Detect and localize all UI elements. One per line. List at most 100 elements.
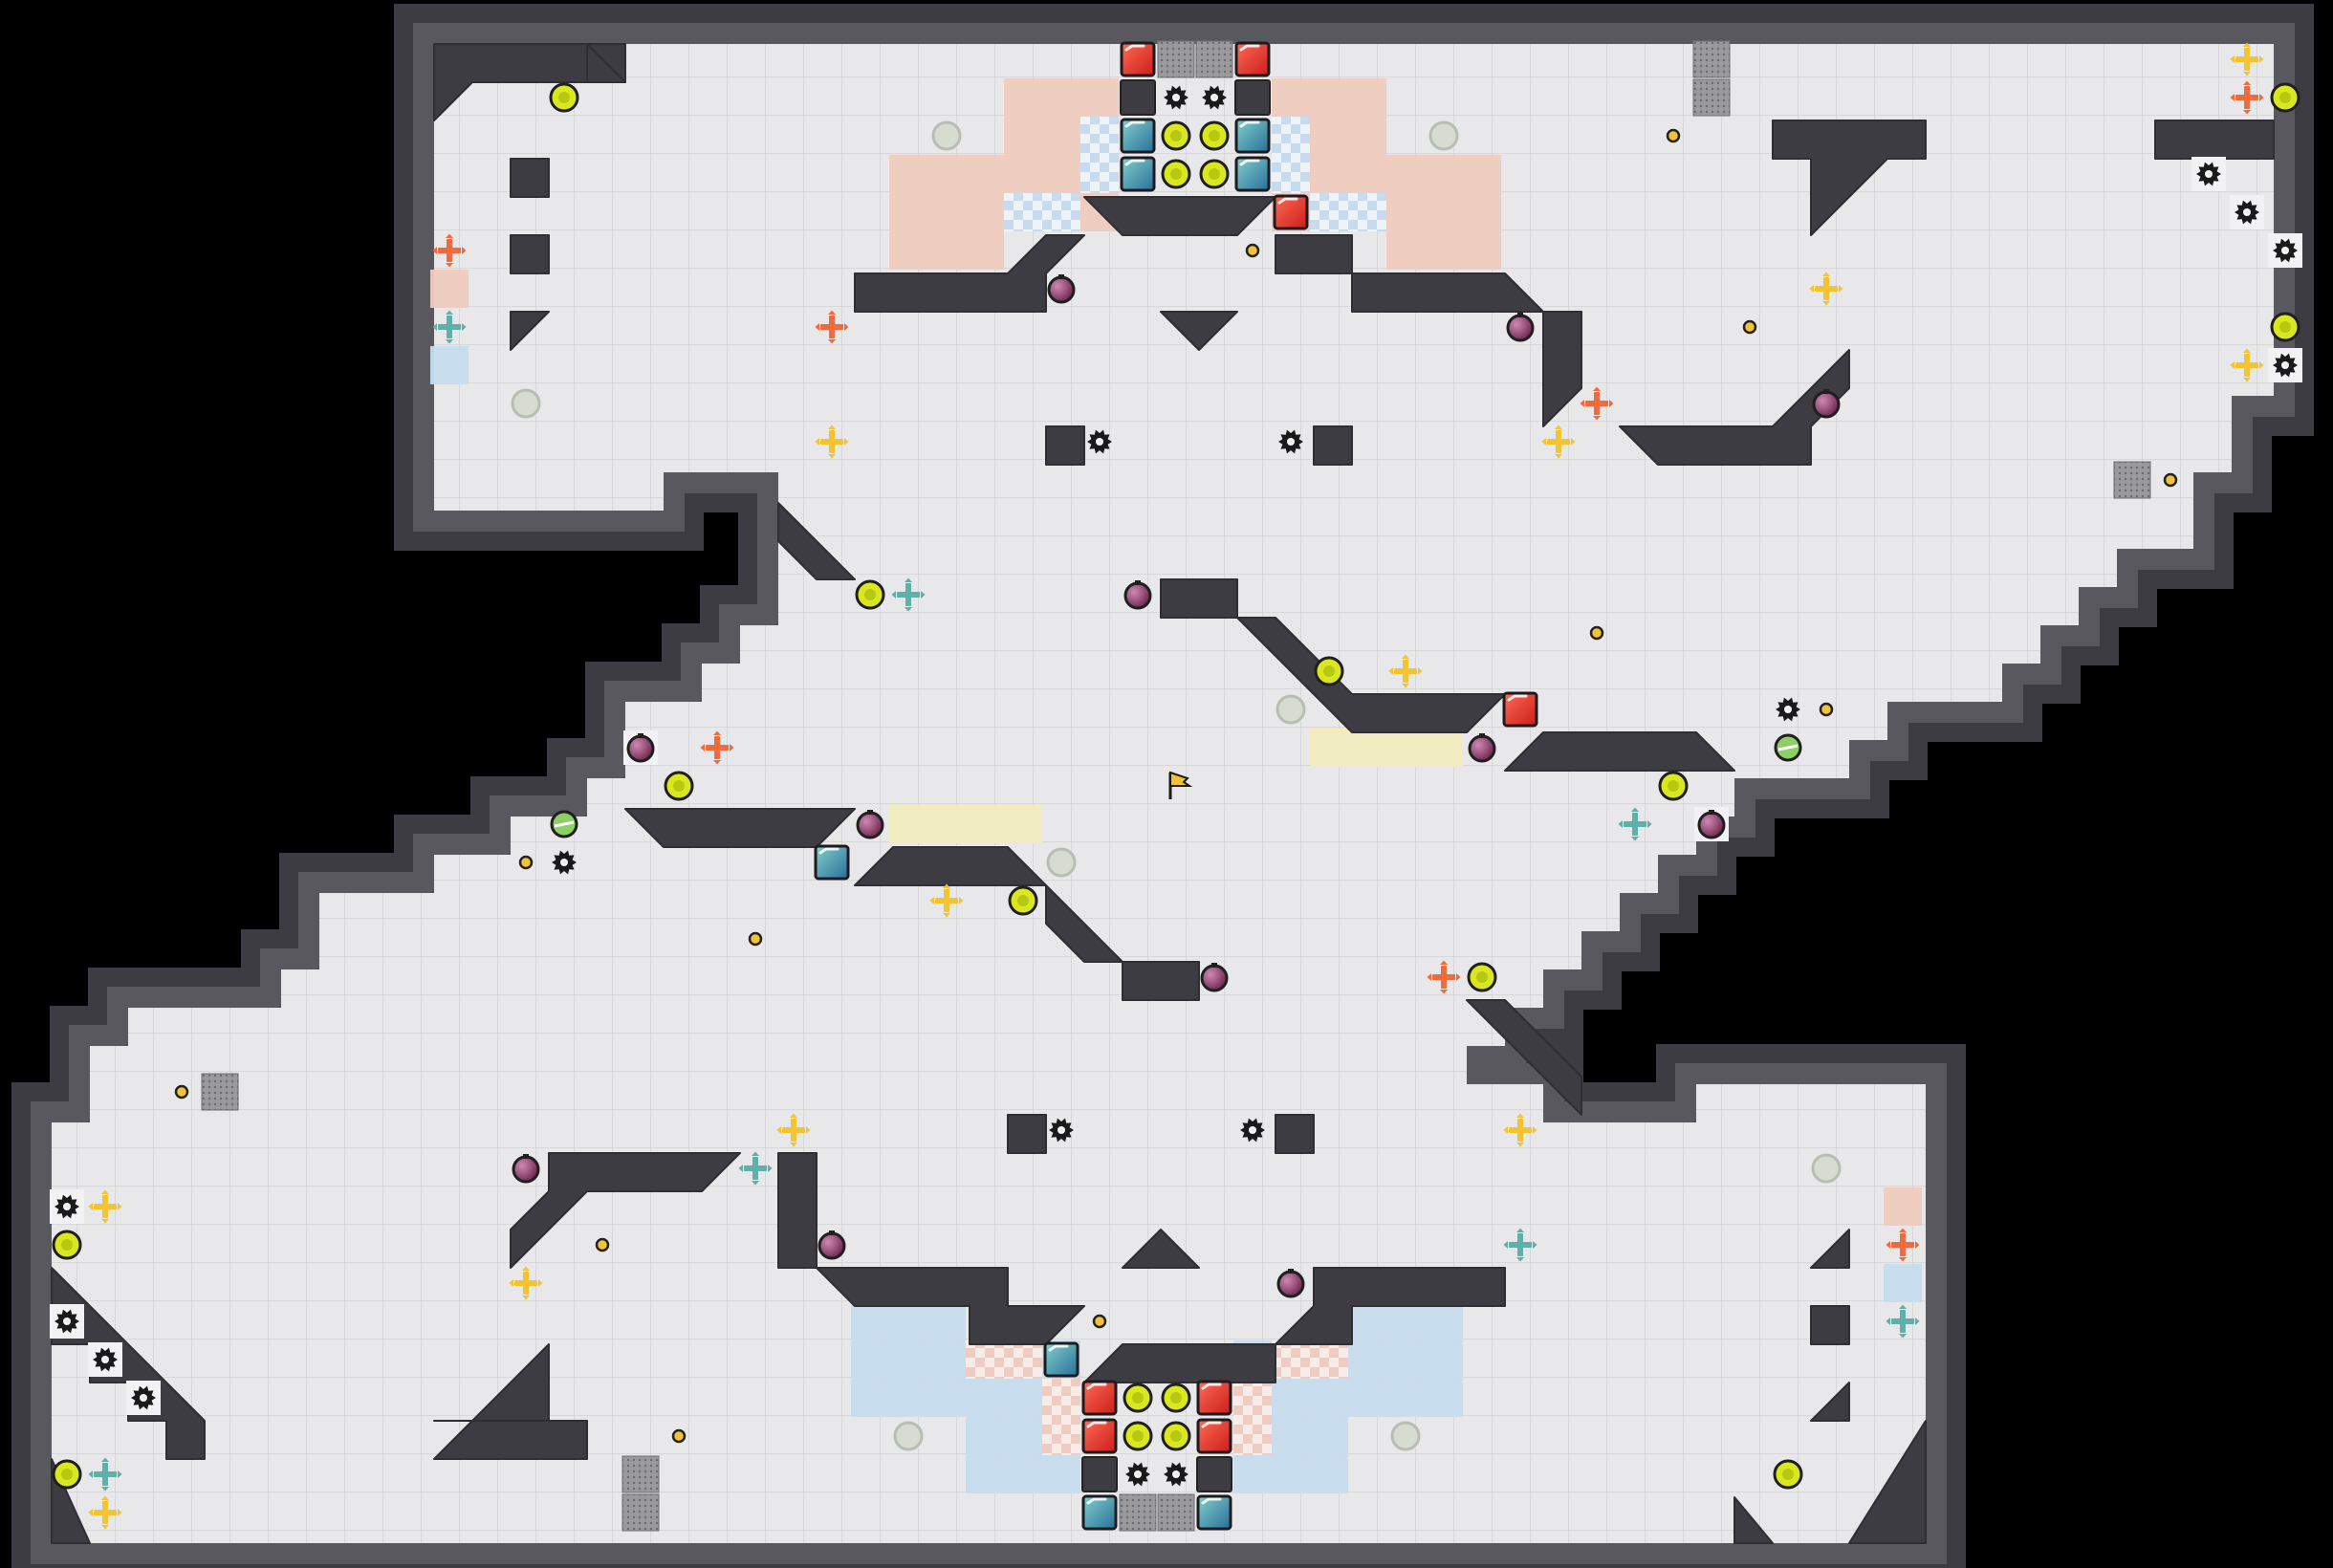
block-body	[1234, 118, 1271, 154]
plus-arrow-tip	[2243, 72, 2251, 76]
faded-orb	[1390, 1421, 1421, 1451]
plus-arrow-tip	[2243, 42, 2251, 47]
wall-block	[777, 502, 856, 580]
plus-arrow-tip	[2243, 80, 2251, 85]
spike-gear-icon	[55, 1194, 79, 1219]
block-shine	[1277, 197, 1298, 205]
dark-block	[1234, 79, 1271, 116]
orb-core	[1476, 971, 1488, 983]
faded-orb	[893, 1421, 924, 1451]
checker-tile-blue	[1080, 117, 1119, 193]
plus-teal-icon	[891, 577, 926, 612]
plus-arrow-tip	[88, 1203, 93, 1210]
block-shine	[1507, 694, 1528, 702]
plus-arrow-tip	[446, 233, 453, 238]
red-block	[1234, 41, 1271, 77]
plus-arrow-tip	[538, 1279, 543, 1287]
plus-horiz	[2235, 362, 2258, 368]
green-orb	[664, 771, 694, 801]
gear-hole	[1172, 94, 1180, 101]
spawn-orb	[550, 810, 578, 838]
orb-core	[1209, 130, 1220, 142]
gear-hole	[2243, 208, 2251, 216]
block-shine	[1201, 1497, 1222, 1505]
block-body	[1081, 1380, 1118, 1416]
green-orb	[2270, 312, 2300, 342]
wall-block	[510, 158, 550, 198]
plus-arrow-tip	[1533, 1241, 1537, 1249]
pod-cap	[1288, 1269, 1294, 1274]
orb-core	[2279, 92, 2291, 103]
red-block	[1081, 1418, 1118, 1454]
plus-arrow-tip	[1915, 1241, 1920, 1249]
plus-arrow-tip	[432, 323, 437, 331]
zone-blue	[1348, 1302, 1463, 1417]
plus-arrow-tip	[1593, 416, 1601, 421]
spike-gear-icon	[1776, 697, 1800, 722]
orb-core	[558, 92, 570, 103]
orb-core	[1170, 1430, 1182, 1442]
plus-arrow-tip	[1571, 438, 1576, 446]
plus-arrow-tip	[1440, 990, 1448, 994]
spike-gear-icon	[1125, 1462, 1150, 1487]
block-shine	[1201, 1383, 1222, 1390]
wall-block	[586, 43, 626, 83]
pod-cap	[1058, 274, 1064, 279]
block-shine	[1086, 1421, 1107, 1428]
block-shine	[1239, 44, 1260, 52]
red-block	[1081, 1380, 1118, 1416]
block-body	[1196, 1494, 1232, 1531]
green-orb	[1123, 1421, 1153, 1451]
green-orb	[549, 82, 579, 113]
pod-body	[1812, 390, 1841, 419]
red-block	[1273, 194, 1309, 230]
plus-arrow-tip	[1839, 285, 1843, 293]
plus-arrow-tip	[828, 425, 836, 429]
spike-gear-icon	[2196, 162, 2221, 186]
pod-body	[626, 734, 655, 763]
plus-arrow-tip	[768, 1165, 773, 1172]
zone-blue	[430, 346, 469, 384]
teal-block	[1196, 1494, 1232, 1531]
orb-core	[864, 589, 876, 600]
wall-block	[1275, 1114, 1315, 1154]
pod-item	[1276, 1269, 1305, 1298]
spike-gear-icon	[2235, 200, 2259, 225]
plus-arrow-tip	[101, 1525, 109, 1530]
plus-arrow-tip	[462, 323, 467, 331]
plus-arrow-tip	[2259, 55, 2264, 63]
green-orb	[1773, 1459, 1803, 1490]
green-orb	[1161, 1383, 1191, 1413]
mine-grate-tile	[2113, 461, 2151, 499]
plus-arrow-tip	[815, 323, 819, 331]
coin	[1092, 1314, 1107, 1329]
plus-horiz	[94, 1510, 117, 1515]
plus-arrow-tip	[1402, 654, 1409, 659]
wall-block	[1160, 311, 1238, 351]
plus-orange-icon	[700, 730, 734, 765]
plus-arrow-tip	[1822, 301, 1830, 306]
block-shine	[1239, 120, 1260, 128]
faded-orb	[511, 388, 541, 419]
plus-yellow-icon	[509, 1266, 543, 1300]
plus-arrow-tip	[101, 1189, 109, 1194]
pod-item	[1047, 274, 1076, 304]
plus-orange-icon	[1427, 960, 1461, 994]
faded-orb	[1046, 847, 1077, 878]
zone-red	[430, 270, 469, 308]
wall-block	[624, 808, 856, 848]
plus-horiz	[1547, 439, 1570, 445]
plus-yellow-icon	[929, 883, 964, 918]
gear-hole	[101, 1356, 109, 1363]
spike-gear-icon	[552, 850, 577, 875]
teal-block	[1234, 118, 1271, 154]
orb-core	[61, 1239, 73, 1251]
plus-horiz	[1509, 1127, 1532, 1133]
plus-arrow-tip	[88, 1470, 93, 1478]
plus-arrow-tip	[905, 607, 912, 612]
plus-teal-icon	[1618, 807, 1652, 841]
spike-gear-icon	[131, 1385, 156, 1410]
wall-block	[1007, 1114, 1047, 1154]
plus-arrow-tip	[446, 339, 453, 344]
